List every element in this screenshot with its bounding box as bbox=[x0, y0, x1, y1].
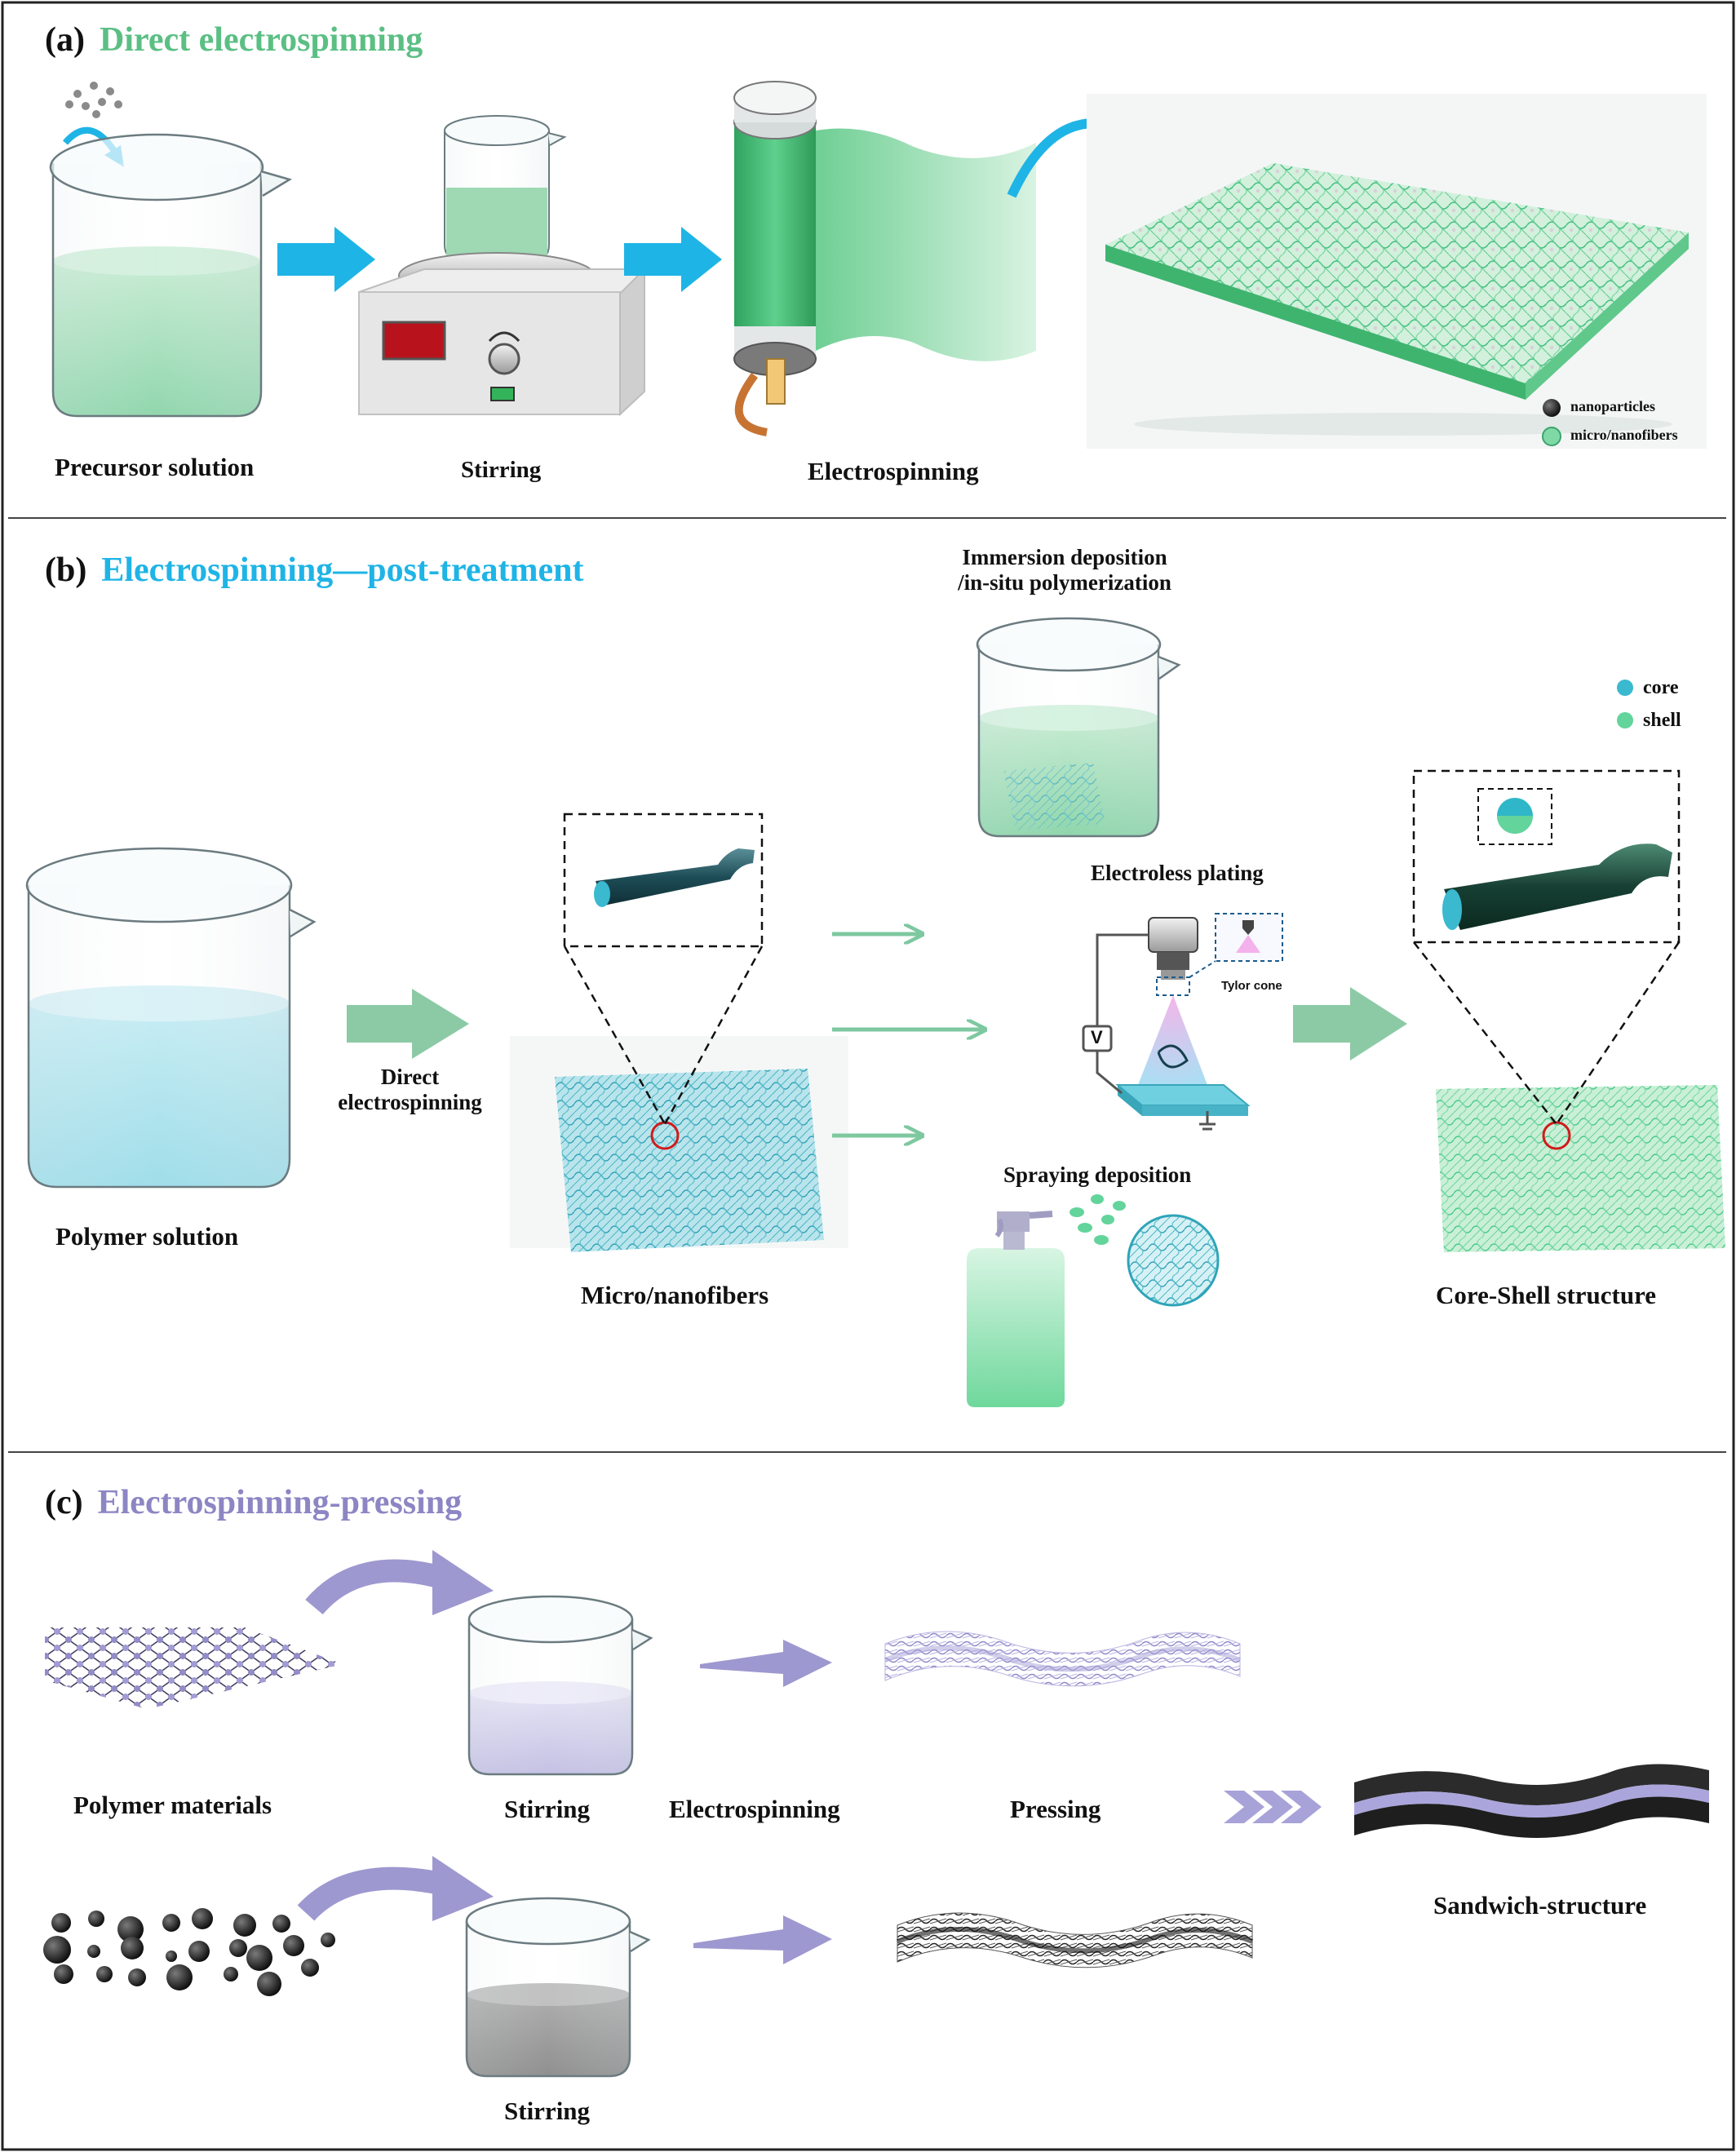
label-immersion-deposition: Immersion deposition /in-situ polymeriza… bbox=[930, 545, 1199, 596]
beaker-stirring-bottom bbox=[465, 1897, 651, 2078]
legend-core-icon bbox=[1617, 680, 1633, 696]
panel-b-heading: Electrospinning—post-treatment bbox=[101, 551, 584, 589]
magnetic-stirrer bbox=[358, 115, 647, 417]
label-electroless-plating: Electroless plating bbox=[1091, 861, 1264, 885]
label-voltage: V bbox=[1091, 1027, 1103, 1047]
label-direct-line2: electrospinning bbox=[338, 1090, 482, 1115]
beaker-immersion bbox=[976, 617, 1181, 838]
label-direct-line1: Direct bbox=[380, 1065, 440, 1089]
electroless-apparatus bbox=[1082, 913, 1283, 1131]
panel-a-tag: (a) bbox=[45, 21, 85, 59]
label-spraying-deposition: Spraying deposition bbox=[1003, 1162, 1192, 1187]
legend-core: core bbox=[1643, 677, 1679, 698]
label-stirring-top: Stirring bbox=[504, 1795, 591, 1823]
nanofiber-mat bbox=[1087, 94, 1707, 449]
black-fiber-mat bbox=[897, 1912, 1253, 1968]
beaker-polymer-solution bbox=[25, 847, 317, 1189]
label-immersion-line2: /in-situ polymerization bbox=[958, 570, 1171, 596]
legend-nanoparticles: nanoparticles bbox=[1570, 398, 1656, 414]
core-shell-mat bbox=[1412, 680, 1725, 1252]
label-micro-nanofibers: Micro/nanofibers bbox=[581, 1281, 769, 1309]
core-shell-fiber bbox=[1444, 844, 1672, 930]
panel-b-tag: (b) bbox=[45, 551, 87, 589]
flow-arrow-c2 bbox=[693, 1915, 832, 1964]
carbon-particles bbox=[43, 1908, 335, 1996]
label-core-shell-structure: Core-Shell structure bbox=[1436, 1281, 1657, 1309]
label-stirring-a: Stirring bbox=[461, 457, 542, 483]
panel-c-title: (c) Electrospinning-pressing bbox=[45, 1483, 462, 1522]
legend-nanoparticle-icon bbox=[1543, 399, 1561, 417]
stirrer-display bbox=[382, 321, 446, 361]
flow-arrow-c1 bbox=[700, 1640, 832, 1687]
flow-arrow-b2 bbox=[1293, 987, 1407, 1061]
chevron-arrows bbox=[1224, 1791, 1322, 1823]
label-immersion-line1: Immersion deposition bbox=[962, 545, 1167, 569]
panel-c-heading: Electrospinning-pressing bbox=[97, 1484, 463, 1521]
label-polymer-solution: Polymer solution bbox=[55, 1222, 239, 1251]
micro-nanofiber-mat bbox=[510, 813, 848, 1252]
panel-a bbox=[49, 81, 1707, 449]
spray-bottle bbox=[967, 1194, 1220, 1407]
polymer-lattice bbox=[45, 1627, 343, 1709]
flow-arrow-a1 bbox=[277, 227, 375, 292]
label-polymer-materials: Polymer materials bbox=[73, 1791, 272, 1819]
single-fiber bbox=[596, 848, 755, 906]
label-sandwich-structure: Sandwich-structure bbox=[1433, 1891, 1647, 1920]
panel-a-title: (a) Direct electrospinning bbox=[45, 20, 423, 60]
legend-shell: shell bbox=[1643, 710, 1681, 731]
panel-c bbox=[43, 1550, 1709, 2078]
label-electrospinning-a: Electrospinning bbox=[808, 457, 979, 485]
electrospinning-roller bbox=[733, 81, 1036, 436]
label-electrospinning-c: Electrospinning bbox=[669, 1795, 840, 1823]
legend-shell-icon bbox=[1617, 712, 1633, 728]
spray-droplets bbox=[1070, 1194, 1126, 1245]
branch-arrows bbox=[832, 934, 983, 1136]
stirrer-knob bbox=[488, 343, 520, 375]
beaker-precursor bbox=[49, 133, 293, 418]
legend-fiber-icon bbox=[1542, 427, 1561, 446]
label-direct-electrospinning: Direct electrospinning bbox=[322, 1065, 498, 1115]
beaker-stirring-top bbox=[467, 1595, 653, 1776]
sandwich-structure bbox=[1354, 1764, 1709, 1838]
label-pressing: Pressing bbox=[1010, 1795, 1101, 1823]
purple-fiber-mat bbox=[884, 1631, 1241, 1687]
label-stirring-bottom: Stirring bbox=[504, 2097, 591, 2125]
curved-arrow-c1 bbox=[305, 1559, 448, 1615]
flow-arrow-b1 bbox=[347, 989, 469, 1059]
flow-arrow-a2 bbox=[624, 227, 722, 292]
panel-b bbox=[25, 617, 1725, 1407]
panel-b-title: (b) Electrospinning—post-treatment bbox=[45, 551, 583, 590]
panel-c-tag: (c) bbox=[45, 1484, 83, 1521]
curved-arrow-c2 bbox=[297, 1866, 447, 1921]
panel-a-heading: Direct electrospinning bbox=[99, 21, 423, 59]
label-tylor-cone: Tylor cone bbox=[1221, 979, 1282, 993]
legend-micro-nanofibers: micro/nanofibers bbox=[1570, 427, 1678, 443]
powder-particles bbox=[65, 82, 122, 118]
label-precursor-solution: Precursor solution bbox=[55, 453, 255, 481]
